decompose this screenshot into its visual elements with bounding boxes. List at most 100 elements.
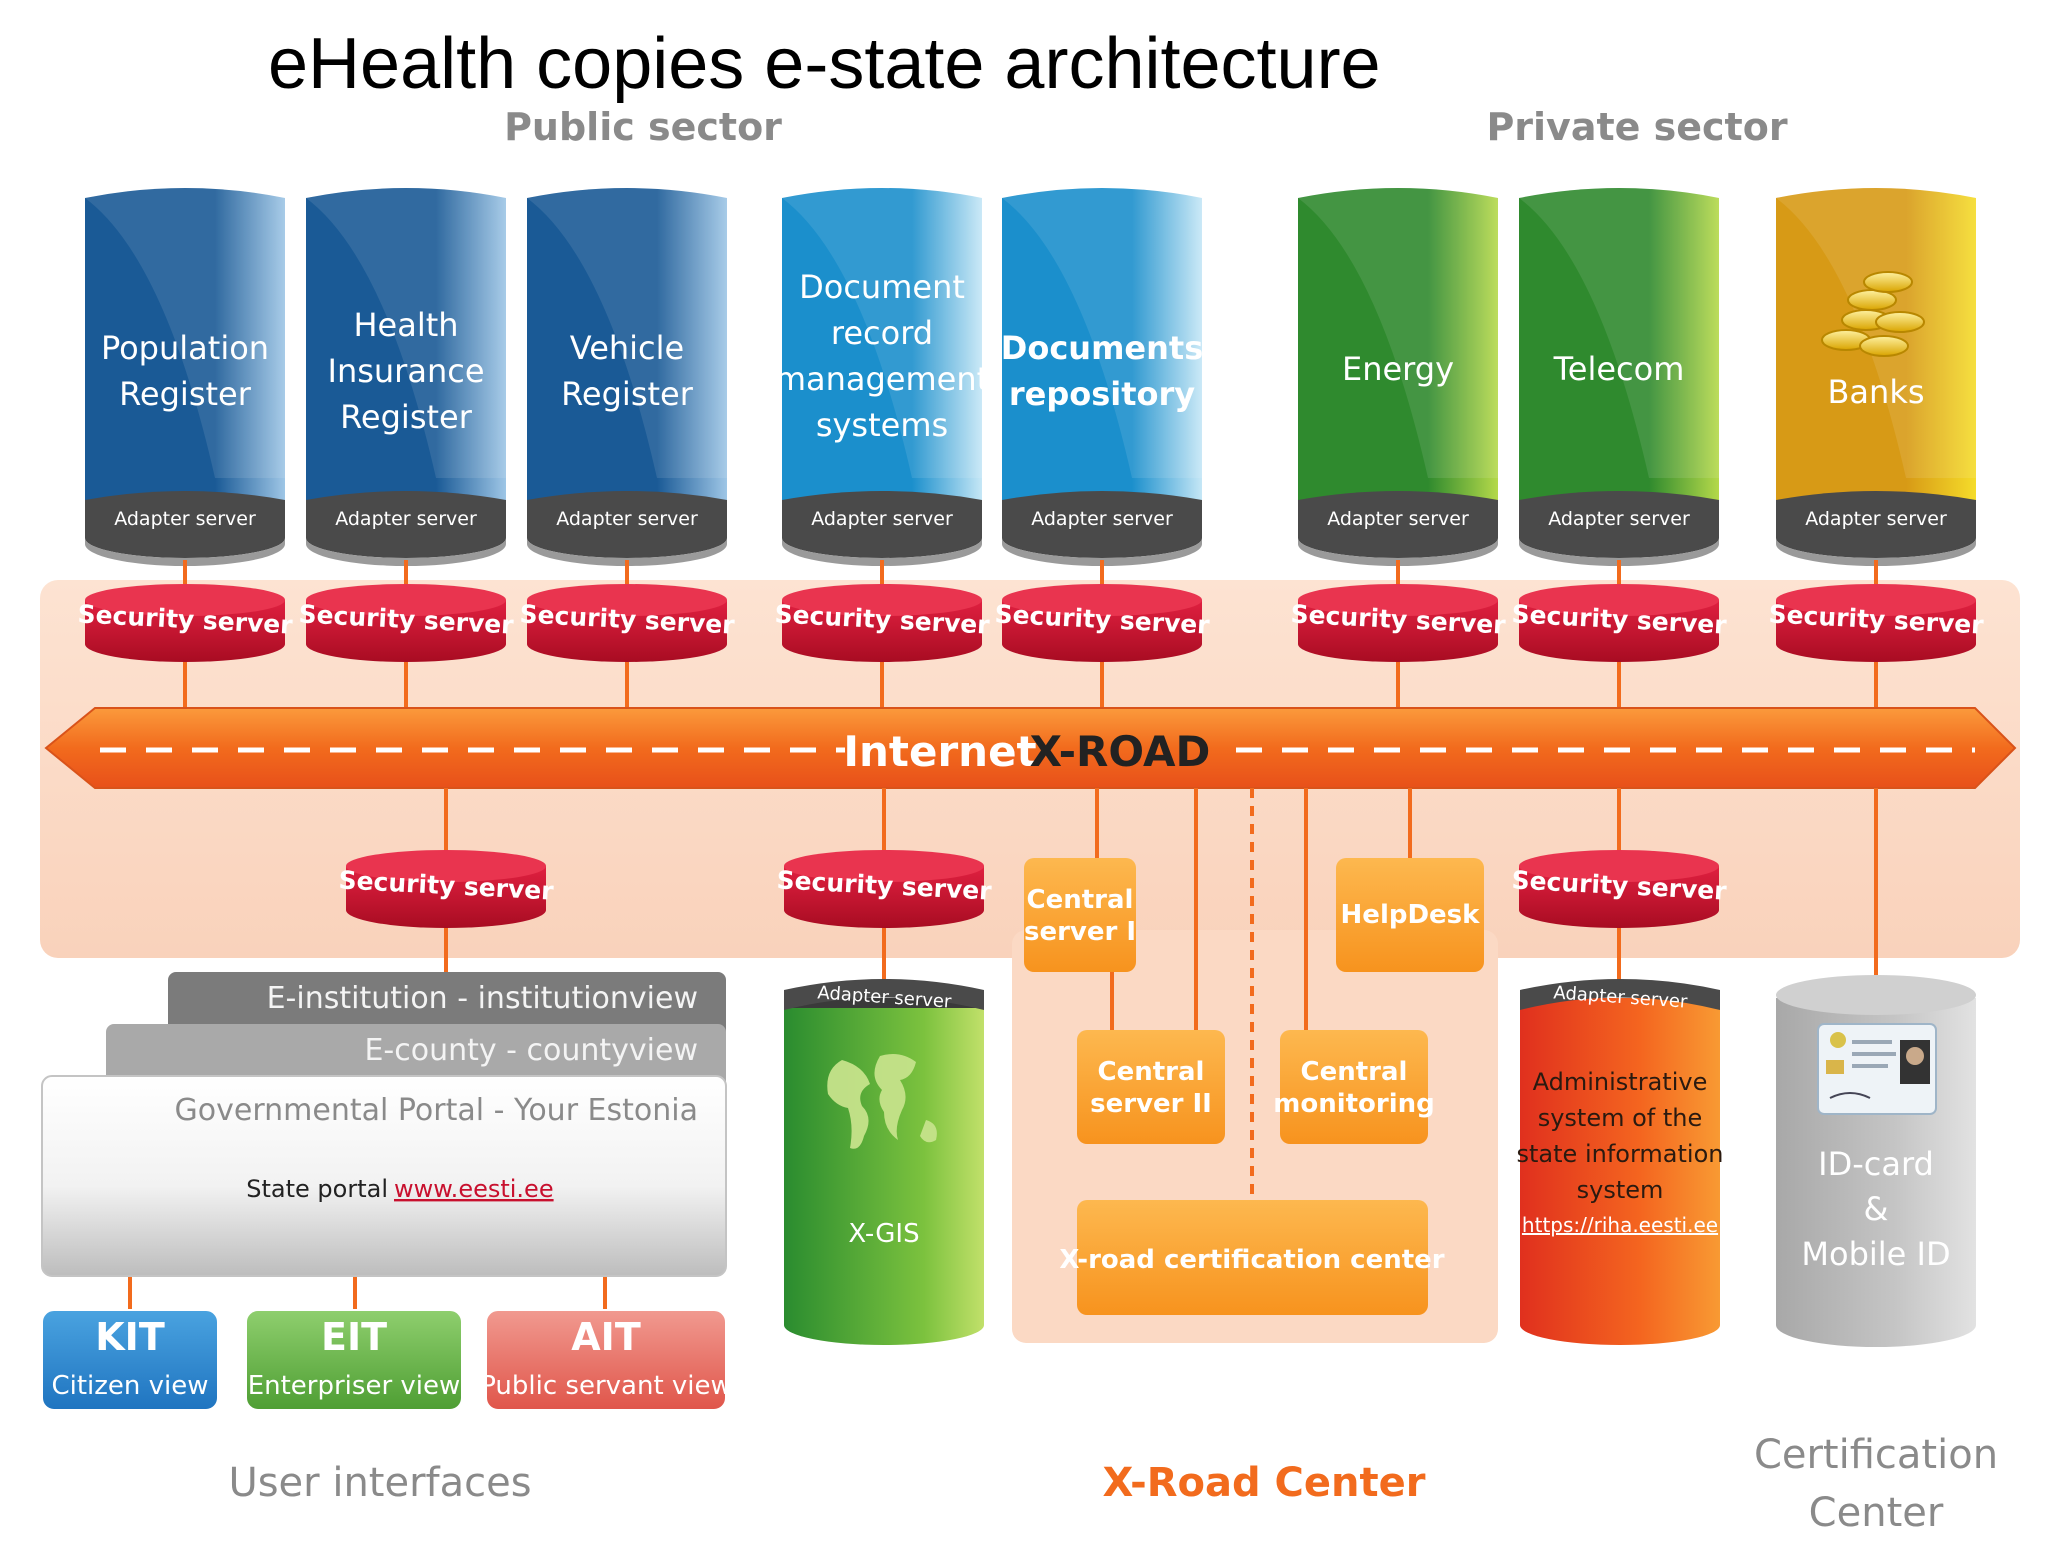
- system-label-line: Documents: [1001, 329, 1203, 367]
- central-monitoring-box: Central monitoring: [1273, 1030, 1435, 1144]
- system-label-line: repository: [1009, 375, 1195, 413]
- certification-center-box: X-road certification center: [1059, 1200, 1445, 1315]
- user-view-label: Citizen view: [51, 1371, 208, 1401]
- riha-cylinder: Adapter server Administrative system of …: [1517, 979, 1724, 1345]
- helpdesk-box: HelpDesk: [1336, 858, 1484, 972]
- system-label-line: Vehicle: [570, 329, 684, 367]
- user-view-code: KIT: [95, 1315, 165, 1359]
- lower-connectors: [128, 788, 1878, 1310]
- central-server-2-line1: Central: [1098, 1057, 1205, 1087]
- security-server: Security server: [1511, 850, 1728, 932]
- certification-caption-line-1: Certification: [1754, 1432, 1998, 1478]
- riha-line-4: system: [1577, 1176, 1664, 1204]
- lower-security-servers: Security server Security server Security s…: [338, 850, 1728, 932]
- system-label-line: Register: [561, 375, 694, 413]
- user-view-code: EIT: [321, 1315, 387, 1359]
- security-server: Security server: [1511, 584, 1728, 666]
- user-view-label: Enterpriser view: [248, 1371, 461, 1401]
- governmental-portal-label: Governmental Portal - Your Estonia: [175, 1093, 698, 1128]
- public-sector-label: Public sector: [504, 105, 782, 149]
- system-label-line: Register: [119, 375, 252, 413]
- system-cylinder-8: Adapter server Banks: [1776, 188, 1976, 566]
- system-label-line: Population: [101, 329, 269, 367]
- xroad-backbone: Internet X-ROAD: [44, 707, 2017, 789]
- riha-link[interactable]: https://riha.eesti.ee: [1522, 1213, 1718, 1237]
- top-systems-group: Adapter serverPopulationRegisterAdapter …: [85, 188, 1976, 708]
- central-server-1-box: Central server I: [1024, 858, 1136, 972]
- idcard-cylinder: ID-card & Mobile ID: [1776, 975, 1976, 1347]
- user-views: KIT Citizen view EIT Enterpriser view AIT Pub…: [41, 1309, 732, 1411]
- system-label-line: Register: [340, 398, 473, 436]
- security-server: Security server: [77, 584, 294, 666]
- adapter-server-label: Adapter server: [114, 508, 256, 530]
- adapter-server-label: Adapter server: [556, 508, 698, 530]
- central-server-2-box: Central server II: [1077, 1030, 1225, 1144]
- security-server: Security server: [994, 584, 1211, 666]
- adapter-server-label: Adapter server: [1031, 508, 1173, 530]
- user-view-code: AIT: [571, 1315, 641, 1359]
- system-label-line: Banks: [1827, 373, 1924, 411]
- system-cylinder-6: Adapter server Energy: [1298, 188, 1498, 566]
- security-server: Security server: [774, 584, 991, 666]
- user-view-label: Public servant view: [480, 1371, 732, 1401]
- security-server: Security server: [338, 850, 555, 932]
- idcard-line-3: Mobile ID: [1801, 1235, 1950, 1273]
- system-label-line: Energy: [1342, 350, 1454, 388]
- system-label-line: Health: [353, 306, 458, 344]
- xroad-label: X-ROAD: [1030, 727, 1211, 776]
- system-cylinder-5: Adapter server Documents repository: [1001, 188, 1203, 566]
- globe-icon: [827, 1054, 937, 1149]
- central-server-1-line2: server I: [1024, 917, 1136, 947]
- system-label-line: systems: [816, 406, 948, 444]
- xgis-label: X-GIS: [848, 1219, 919, 1249]
- county-portal-label: E-county - countyview: [364, 1033, 698, 1068]
- id-card-icon: [1817, 1023, 1937, 1115]
- central-server-2-line2: server II: [1090, 1089, 1212, 1119]
- idcard-line-1: ID-card: [1818, 1145, 1934, 1183]
- certification-caption-line-2: Center: [1809, 1490, 1944, 1536]
- security-server: Security server: [1290, 584, 1507, 666]
- central-monitoring-line1: Central: [1301, 1057, 1408, 1087]
- user-view-kit[interactable]: KIT Citizen view: [41, 1309, 219, 1411]
- xroad-center-caption: X-Road Center: [1103, 1460, 1426, 1506]
- system-label-line: management: [775, 360, 989, 398]
- user-view-ait[interactable]: AIT Public servant view: [480, 1309, 732, 1411]
- private-sector-label: Private sector: [1486, 105, 1787, 149]
- system-cylinder-4: Adapter server Document record management sy…: [775, 188, 989, 566]
- internet-label: Internet: [843, 727, 1036, 776]
- page-title: eHealth copies e-state architecture: [268, 24, 1381, 104]
- security-server: Security server: [776, 850, 993, 932]
- riha-line-2: system of the: [1538, 1104, 1703, 1132]
- security-server: Security server: [298, 584, 515, 666]
- xgis-cylinder: Adapter server X-GIS: [784, 979, 984, 1345]
- adapter-server-label: Adapter server: [811, 508, 953, 530]
- security-server: Security server: [519, 584, 736, 666]
- adapter-server-label: Adapter server: [1548, 508, 1690, 530]
- idcard-line-2: &: [1864, 1190, 1889, 1228]
- certification-center-label: X-road certification center: [1059, 1245, 1444, 1275]
- state-portal-link[interactable]: www.eesti.ee: [394, 1175, 554, 1203]
- user-view-eit[interactable]: EIT Enterpriser view: [245, 1309, 463, 1411]
- central-server-1-line1: Central: [1027, 885, 1134, 915]
- system-label-line: Insurance: [328, 352, 485, 390]
- riha-line-1: Administrative: [1533, 1068, 1708, 1096]
- system-label-line: Document: [799, 268, 965, 306]
- adapter-server-label: Adapter server: [1805, 508, 1947, 530]
- adapter-server-label: Adapter server: [1327, 508, 1469, 530]
- system-label-line: record: [831, 314, 933, 352]
- riha-line-3: state information: [1517, 1140, 1724, 1168]
- portals-stack: E-institution - institutionview E-county…: [41, 972, 727, 1277]
- central-monitoring-line2: monitoring: [1273, 1089, 1435, 1119]
- security-server: Security server: [1768, 584, 1985, 666]
- user-interfaces-caption: User interfaces: [228, 1460, 531, 1506]
- state-portal-label: State portal: [246, 1175, 388, 1203]
- institution-portal-label: E-institution - institutionview: [267, 981, 698, 1016]
- helpdesk-label: HelpDesk: [1341, 900, 1481, 930]
- gold-coins-icon: [1821, 271, 1925, 357]
